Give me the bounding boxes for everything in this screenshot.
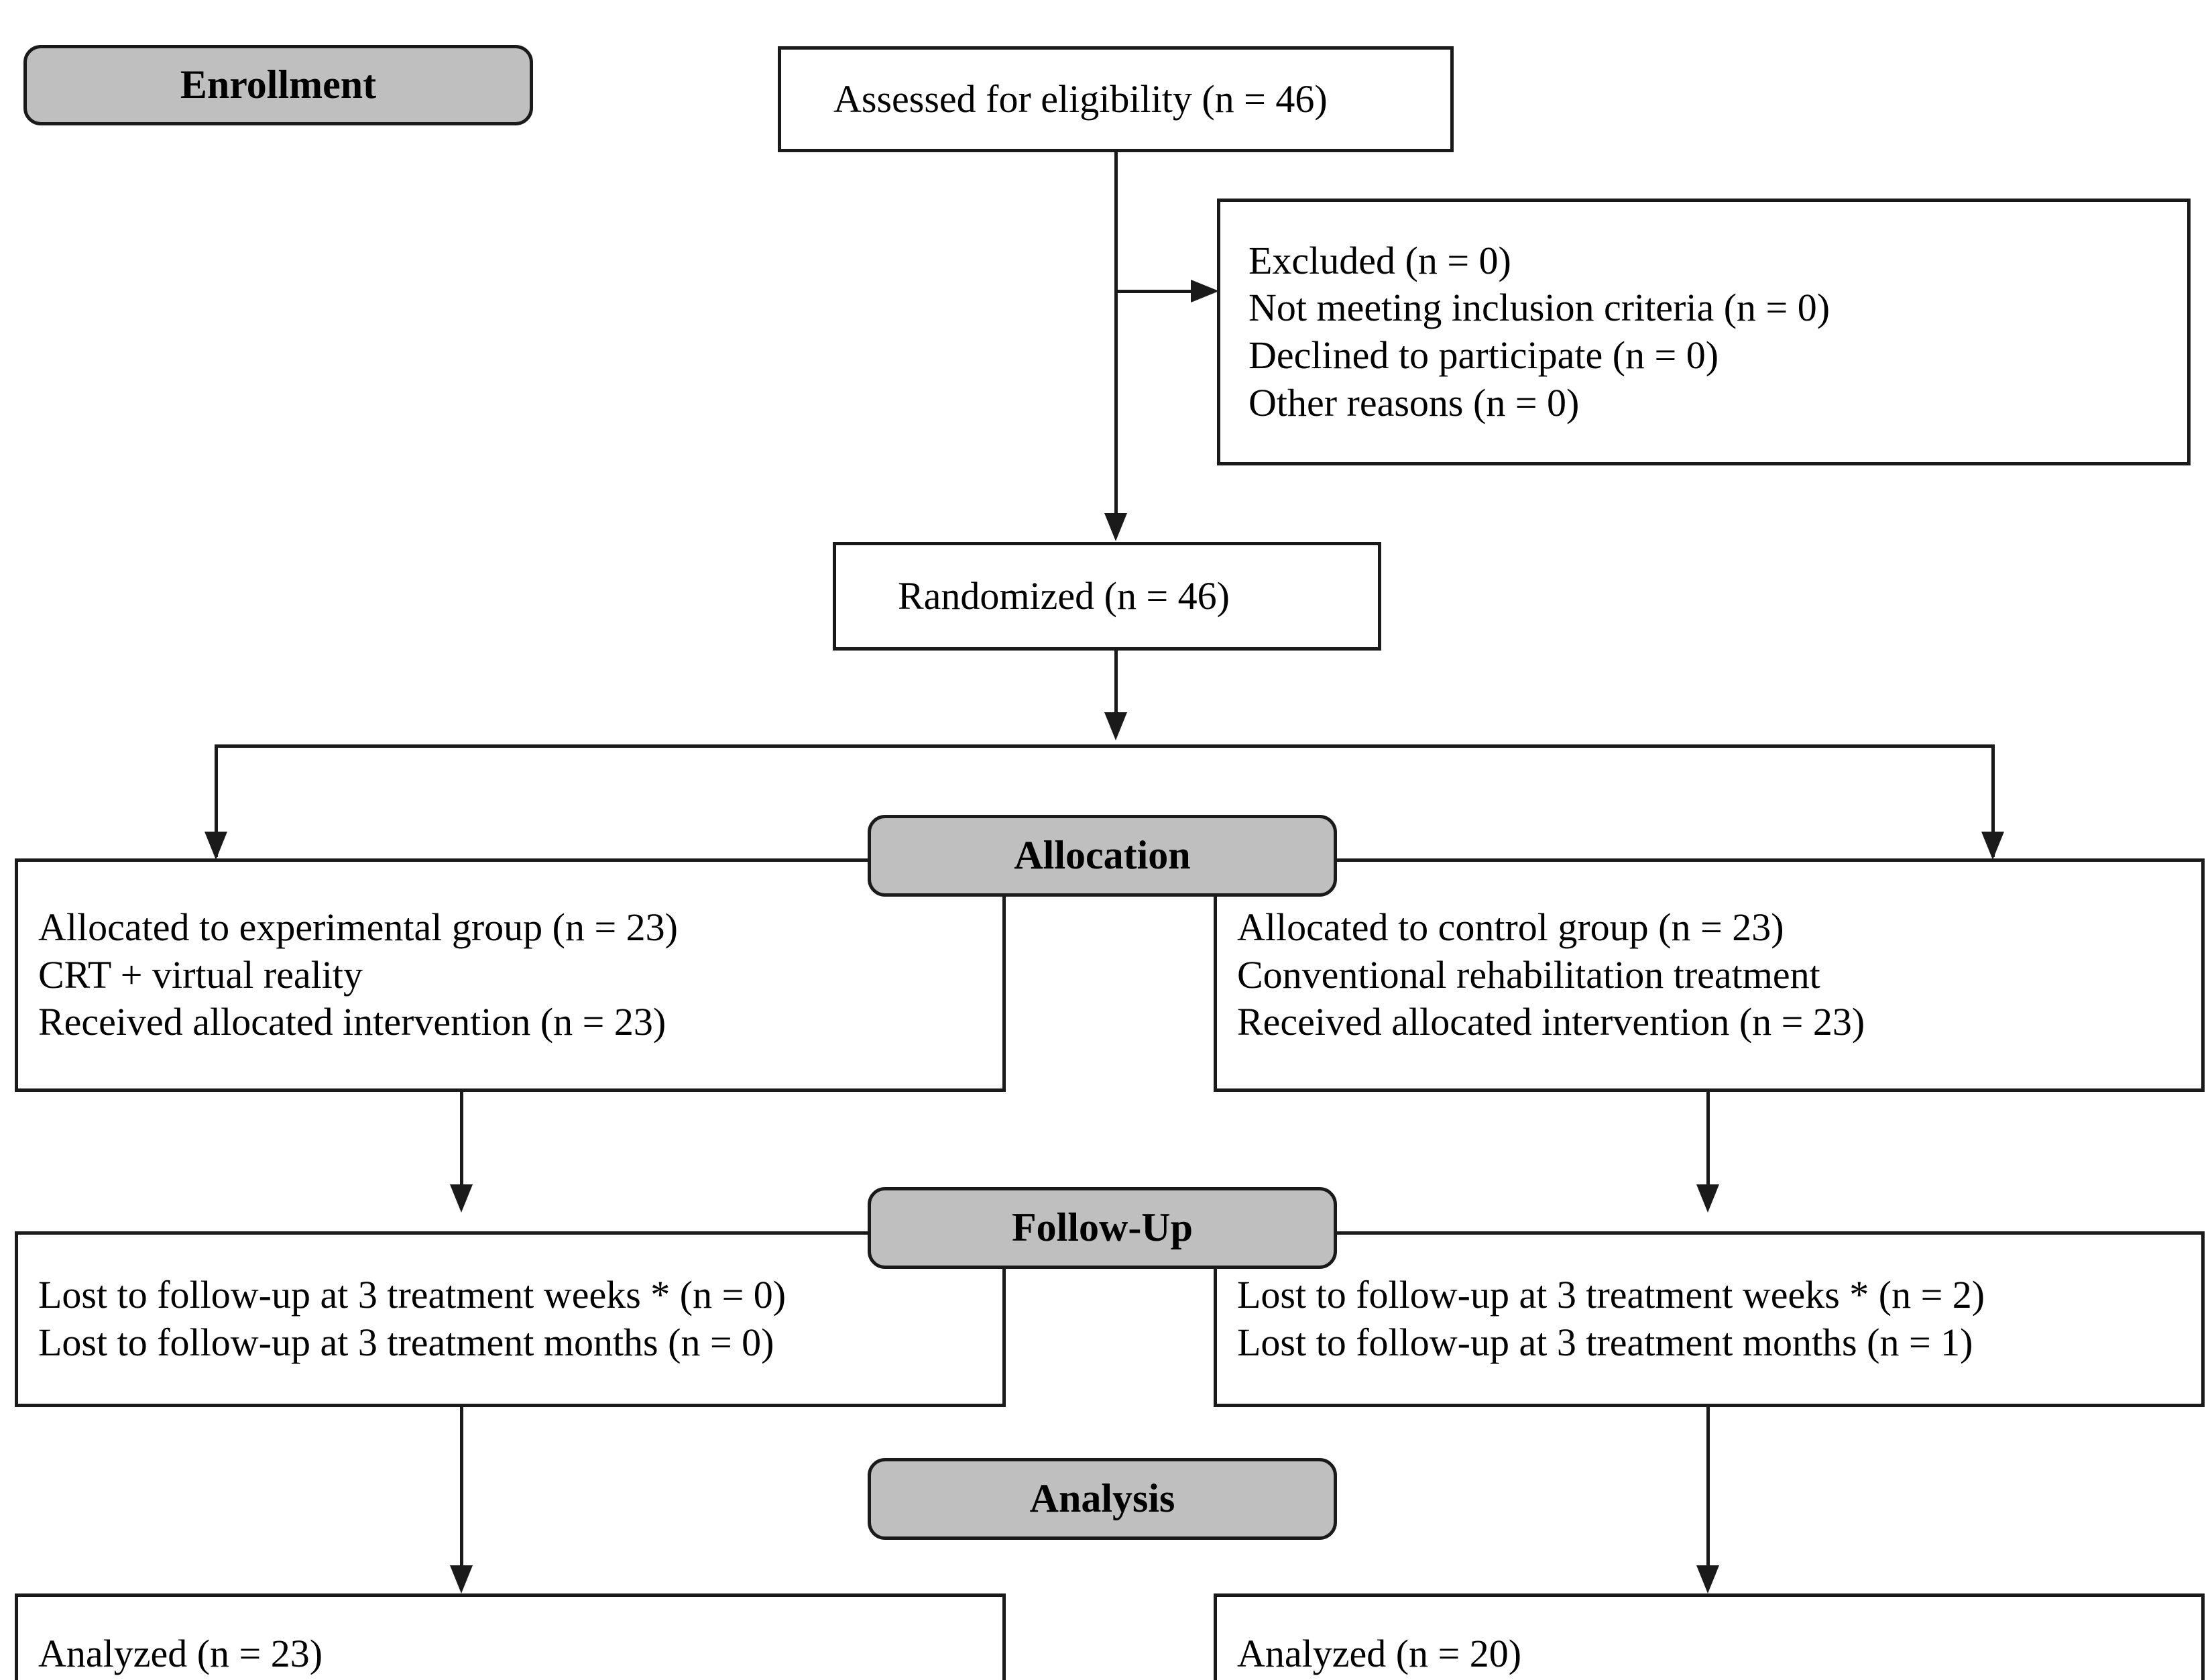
stage-label-enrollment: Enrollment (23, 45, 533, 125)
box-analyzed-control: Analyzed (n = 20) (1214, 1593, 2205, 1680)
arrow-to-excluded (1191, 280, 1219, 302)
arrow-split-right (1981, 832, 2004, 860)
excluded-reason-0: Not meeting inclusion criteria (n = 0) (1248, 286, 1830, 330)
stage-label-allocation: Allocation (868, 815, 1337, 897)
follow-left-months: Lost to follow-up at 3 treatment months … (38, 1321, 774, 1364)
stage-label-followup: Follow-Up (868, 1187, 1337, 1269)
excluded-reason-2: Other reasons (n = 0) (1248, 380, 1580, 425)
follow-left-weeks: Lost to follow-up at 3 treatment weeks *… (38, 1273, 787, 1317)
connector-followup-left-to-analysis (460, 1407, 463, 1568)
connector-split-right (1991, 744, 1995, 857)
alloc-left-received: Received allocated intervention (n = 23) (38, 1000, 666, 1044)
arrow-followup-left-to-analysis (450, 1565, 473, 1593)
connector-alloc-left-to-followup (460, 1092, 463, 1186)
box-excluded: Excluded (n = 0) Not meeting inclusion c… (1217, 199, 2191, 465)
stage-label-enrollment-text: Enrollment (180, 62, 377, 107)
stage-label-allocation-text: Allocation (1014, 833, 1191, 878)
box-allocated-experimental: Allocated to experimental group (n = 23)… (15, 858, 1006, 1092)
alloc-left-detail: CRT + virtual reality (38, 952, 363, 997)
connector-assessed-to-excluded (1114, 290, 1194, 293)
connector-alloc-right-to-followup (1706, 1092, 1710, 1186)
assessed-text: Assessed for eligibility (n = 46) (833, 76, 1328, 121)
stage-label-followup-text: Follow-Up (1012, 1205, 1193, 1250)
follow-right-weeks: Lost to follow-up at 3 treatment weeks *… (1237, 1273, 1985, 1317)
connector-split-left (215, 744, 218, 857)
follow-right-months: Lost to follow-up at 3 treatment months … (1237, 1321, 1973, 1364)
arrow-followup-right-to-analysis (1696, 1565, 1719, 1593)
box-allocated-control: Allocated to control group (n = 23) Conv… (1214, 858, 2205, 1092)
alloc-right-detail: Conventional rehabilitation treatment (1237, 952, 1820, 997)
analyzed-left-text: Analyzed (n = 23) (38, 1631, 323, 1675)
alloc-left-heading: Allocated to experimental group (n = 23) (38, 905, 678, 949)
alloc-right-received: Received allocated intervention (n = 23) (1237, 1000, 1865, 1044)
box-followup-control: Lost to follow-up at 3 treatment weeks *… (1214, 1231, 2205, 1407)
randomized-text: Randomized (n = 46) (898, 573, 1230, 618)
connector-randomized-down (1114, 651, 1118, 714)
box-randomized: Randomized (n = 46) (833, 542, 1381, 651)
split-bar-allocation (215, 744, 1995, 748)
stage-label-analysis: Analysis (868, 1458, 1337, 1540)
arrow-alloc-right-to-followup (1696, 1184, 1719, 1213)
arrow-assessed-to-randomized (1104, 513, 1127, 541)
excluded-reason-1: Declined to participate (n = 0) (1248, 333, 1719, 377)
box-assessed-for-eligibility: Assessed for eligibility (n = 46) (778, 46, 1454, 152)
connector-assessed-to-randomized (1114, 152, 1118, 514)
alloc-right-heading: Allocated to control group (n = 23) (1237, 905, 1784, 949)
box-followup-experimental: Lost to follow-up at 3 treatment weeks *… (15, 1231, 1006, 1407)
box-analyzed-experimental: Analyzed (n = 23) (15, 1593, 1006, 1680)
excluded-heading: Excluded (n = 0) (1248, 238, 1511, 282)
analyzed-right-text: Analyzed (n = 20) (1237, 1631, 1522, 1675)
stage-label-analysis-text: Analysis (1029, 1476, 1175, 1521)
arrow-split-left (205, 832, 227, 860)
arrow-randomized-down (1104, 712, 1127, 740)
arrow-alloc-left-to-followup (450, 1184, 473, 1213)
connector-followup-right-to-analysis (1706, 1407, 1710, 1568)
